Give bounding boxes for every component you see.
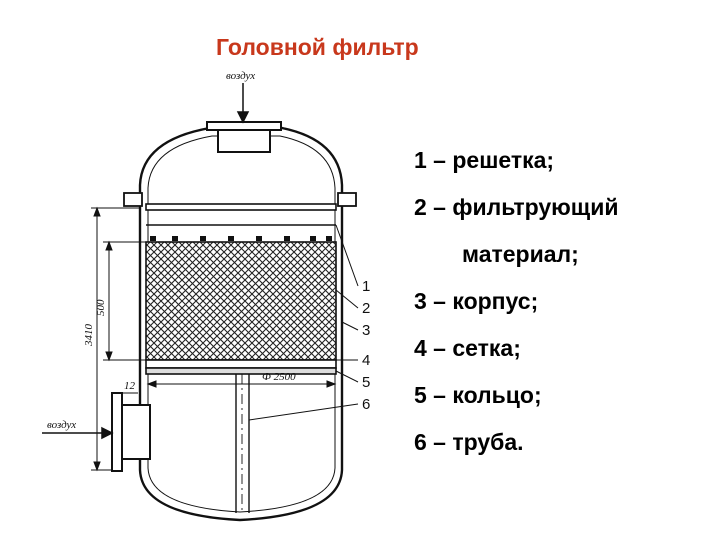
legend: 1 – решетка; 2 – фильтрующий материал; 3… bbox=[414, 137, 618, 466]
callout-numbers: 1 2 3 4 5 6 bbox=[362, 278, 370, 413]
callout-6: 6 bbox=[362, 396, 370, 413]
side-flanges bbox=[123, 192, 357, 207]
top-nozzle bbox=[206, 121, 282, 153]
callout-3: 3 bbox=[362, 322, 370, 339]
dim-diameter-label: Ф 2500 bbox=[262, 371, 296, 383]
legend-item-6: 6 – труба. bbox=[414, 429, 524, 455]
air-inlet-top-arrow bbox=[236, 83, 250, 124]
dimension-lines bbox=[91, 206, 337, 472]
legend-item-2: 2 – фильтрующий bbox=[414, 194, 619, 220]
air-inlet-side-arrow bbox=[42, 426, 114, 440]
callout-5: 5 bbox=[362, 374, 370, 391]
filter-material bbox=[145, 241, 337, 361]
callout-leaders bbox=[248, 224, 359, 421]
callout-1: 1 bbox=[362, 278, 370, 295]
callout-4: 4 bbox=[362, 352, 370, 369]
mesh-top-dots bbox=[150, 236, 332, 241]
legend-item-4: 4 – сетка; bbox=[414, 335, 521, 361]
air-side-label: воздух bbox=[47, 419, 76, 431]
side-inlet-nozzle bbox=[111, 392, 151, 472]
vessel-shell bbox=[138, 126, 344, 522]
legend-item-1: 1 – решетка; bbox=[414, 147, 555, 173]
dim-500-label: 500 bbox=[95, 299, 107, 316]
dim-3410-label: 3410 bbox=[83, 324, 95, 348]
legend-item-5: 5 – кольцо; bbox=[414, 382, 542, 408]
pipe bbox=[235, 374, 250, 513]
grating bbox=[145, 203, 337, 226]
callout-2: 2 bbox=[362, 300, 370, 317]
dim-12-label: 12 bbox=[124, 380, 136, 392]
legend-item-2-continued: материал; bbox=[462, 241, 579, 267]
page-title: Головной фильтр bbox=[216, 34, 419, 60]
air-top-label: воздух bbox=[226, 70, 255, 82]
net-and-ring bbox=[145, 359, 337, 375]
legend-item-3: 3 – корпус; bbox=[414, 288, 539, 314]
